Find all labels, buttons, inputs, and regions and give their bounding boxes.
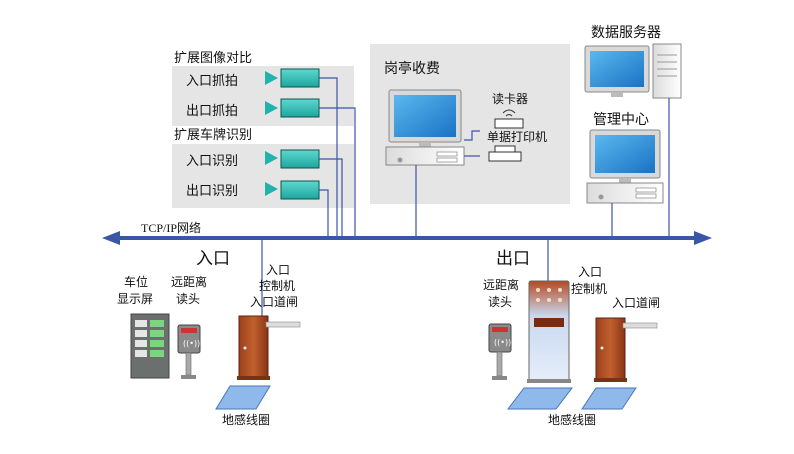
entrance-loop-icon [215, 385, 271, 410]
network-label: TCP/IP网络 [141, 220, 201, 235]
parking-display-icon [130, 313, 170, 379]
ext-plate-bg [172, 144, 354, 208]
display-label-2: 显示屏 [117, 292, 153, 306]
entrance-ctrl-label-2: 控制机 [259, 279, 295, 293]
server-tower-icon [652, 43, 682, 99]
exit-section: 出口 远距离 读头 ((•)) 入口 控制机 入口道闸 [483, 238, 660, 427]
entrance-reader-icon: ((•)) [177, 324, 201, 379]
entrance-reader-label-2: 读头 [176, 292, 200, 306]
arrow-icon [265, 101, 278, 115]
entrance-section: 入口 车位 显示屏 远距离 读头 ((•)) 入口 控制机 入口道闸 [117, 238, 301, 427]
arrow-icon [265, 151, 278, 165]
center-monitor-icon [589, 129, 661, 183]
printer-label: 单据打印机 [487, 130, 547, 144]
data-server: 数据服务器 [584, 25, 682, 238]
arrow-icon [265, 182, 278, 196]
card-reader-label: 读卡器 [492, 92, 528, 106]
entrance-loop-label: 地感线圈 [222, 412, 270, 427]
ext-plate-entry-label: 入口识别 [186, 154, 238, 169]
exit-ctrl-label-1: 入口 [578, 265, 602, 279]
ext-plate-exit-label: 出口识别 [186, 184, 238, 199]
exit-gate-label: 入口道闸 [612, 296, 660, 310]
ext-image-bg [172, 66, 354, 126]
display-label-1: 车位 [124, 274, 148, 289]
entrance-title: 入口 [196, 249, 230, 269]
ext-image-panel: 扩展图像对比 入口抓拍 出口抓拍 [172, 51, 354, 126]
exit-controller-icon [527, 280, 571, 383]
exit-reader-label-1: 远距离 [483, 277, 519, 292]
camera-icon [280, 149, 320, 169]
ext-plate-panel: 扩展车牌识别 入口识别 出口识别 [172, 127, 354, 208]
ext-plate-title: 扩展车牌识别 [174, 127, 252, 143]
camera-icon [280, 180, 320, 200]
bus-right-arrow-icon [694, 231, 712, 245]
exit-reader-label-2: 读头 [488, 295, 512, 309]
arrow-icon [265, 71, 278, 85]
exit-loop-icon-1 [506, 387, 574, 410]
ext-image-title: 扩展图像对比 [174, 51, 252, 66]
exit-loop-icon-2 [581, 387, 637, 410]
camera-wires [319, 77, 356, 238]
server-label: 数据服务器 [591, 25, 661, 41]
exit-title: 出口 [496, 249, 530, 269]
exit-ctrl-label-2: 控制机 [571, 282, 607, 296]
server-monitor-icon [584, 45, 650, 97]
exit-reader-icon: ((•)) [488, 323, 512, 380]
management-center: 管理中心 [586, 112, 664, 238]
booth-monitor-icon [388, 89, 462, 147]
entrance-barrier-icon [237, 315, 301, 380]
ext-image-entry-label: 入口抓拍 [186, 74, 238, 89]
booth-pc-icon [385, 146, 465, 166]
exit-loop-label: 地感线圈 [548, 412, 596, 427]
svg-text:((•)): ((•)) [494, 338, 511, 347]
camera-icon [280, 68, 320, 88]
camera-icon [280, 98, 320, 118]
entrance-ctrl-label-3: 入口道闸 [250, 295, 298, 309]
booth-panel: 岗亭收费 读卡器 单据打印机 [370, 44, 570, 238]
booth-title: 岗亭收费 [384, 60, 440, 77]
bus-left-arrow-icon [102, 231, 120, 245]
card-reader-icon [494, 109, 524, 129]
exit-barrier-icon [594, 317, 658, 382]
printer-icon [488, 145, 522, 162]
center-label: 管理中心 [593, 112, 649, 128]
entrance-ctrl-label-1: 入口 [266, 263, 290, 277]
ext-image-exit-label: 出口抓拍 [186, 104, 238, 119]
center-pc-icon [586, 182, 664, 204]
network-bus: TCP/IP网络 [102, 220, 712, 245]
svg-text:((•)): ((•)) [183, 339, 200, 348]
entrance-reader-label-1: 远距离 [171, 274, 207, 289]
